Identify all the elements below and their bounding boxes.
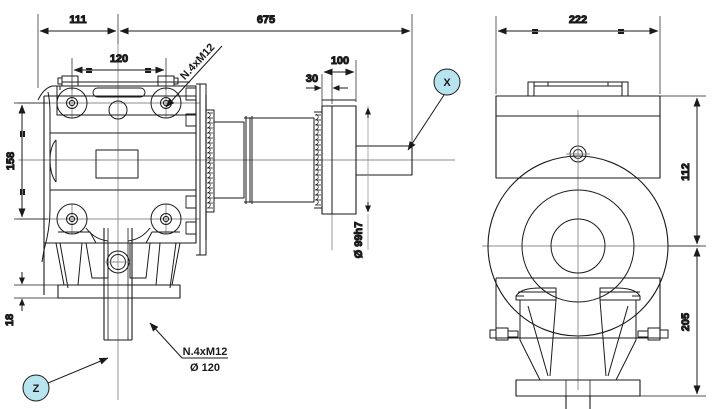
output-shaft (356, 145, 413, 176)
dim-shaft-dia: Ø 99h7 (353, 106, 371, 259)
flange-bolt-group (185, 87, 197, 235)
balloon-z-label: Z (33, 383, 40, 395)
bolt-boss-lower-left (56, 203, 88, 235)
dim-shaft-dia-text: Ø 99h7 (353, 222, 365, 259)
eq-mark-side-upper: = (18, 131, 29, 137)
eq-mark-top-left: = (86, 66, 92, 77)
dim-205: 205 (640, 247, 706, 397)
balloon-z[interactable] (22, 374, 50, 402)
dim-158: 158 = = (5, 102, 48, 220)
dim-30: 30 (305, 73, 348, 108)
dim-205-text: 205 (680, 313, 692, 331)
leader-balloon-z (47, 357, 109, 384)
dim-675: 675 (119, 14, 413, 144)
dim-112: 112 (660, 95, 706, 247)
dim-675-text: 675 (257, 14, 275, 26)
end-view-circle-mid (521, 189, 635, 303)
base-plate (57, 284, 181, 299)
balloon-x[interactable] (433, 68, 461, 96)
dim-112-text: 112 (680, 163, 692, 181)
left-view-dimensions: 111 675 120 = = 158 = = (4, 14, 413, 327)
dim-111-text: 111 (69, 14, 86, 26)
dim-120-text: 120 (110, 53, 128, 65)
end-view-side-bolt-left (489, 327, 519, 341)
plug-circle-upper (108, 100, 128, 120)
balloon-x-label: X (443, 77, 451, 89)
eq-mark-side-lower: = (18, 189, 29, 195)
dim-222: 222 = = (495, 14, 661, 94)
end-view-side-bolt-right (637, 327, 669, 341)
bolt-head-top-right (157, 75, 175, 87)
right-view-dimensions: 222 = = 112 205 (495, 14, 706, 397)
eq-mark-end-right: = (618, 27, 624, 38)
dim-100: 100 (323, 55, 357, 102)
shaft-section-2 (250, 117, 315, 203)
dim-120: 120 = = (71, 53, 167, 90)
bolt-note-lower-line1: N.4xM12 (183, 346, 228, 358)
right-view-geometry (482, 81, 700, 409)
eq-mark-end-left: = (532, 27, 538, 38)
left-view-geometry (18, 44, 455, 400)
output-flange (321, 105, 357, 215)
end-view-top-flange (527, 81, 629, 97)
dim-222-text: 222 (569, 14, 587, 26)
leader-bolt-note-upper (165, 45, 223, 108)
bolt-boss-lower-right (150, 203, 182, 235)
bearing-hatch-left (207, 111, 213, 209)
shaft-section-1 (214, 121, 245, 199)
bolt-note-lower-line2: Ø 120 (190, 362, 220, 374)
left-view-centerlines (18, 44, 455, 400)
end-view-circle-inner (550, 218, 606, 274)
dim-30-text: 30 (306, 73, 318, 85)
dim-111: 111 (37, 14, 119, 88)
shaft-collar (244, 117, 251, 203)
eq-mark-top-right: = (145, 66, 151, 77)
leader-balloon-x (407, 94, 445, 151)
dim-18: 18 (4, 272, 58, 327)
dim-18-text: 18 (4, 314, 16, 326)
dim-158-text: 158 (5, 152, 17, 170)
dim-100-text: 100 (331, 55, 349, 67)
bearing-hatch-right (315, 113, 321, 206)
vertical-shaft (103, 228, 133, 340)
leader-bolt-note-lower (149, 322, 183, 359)
